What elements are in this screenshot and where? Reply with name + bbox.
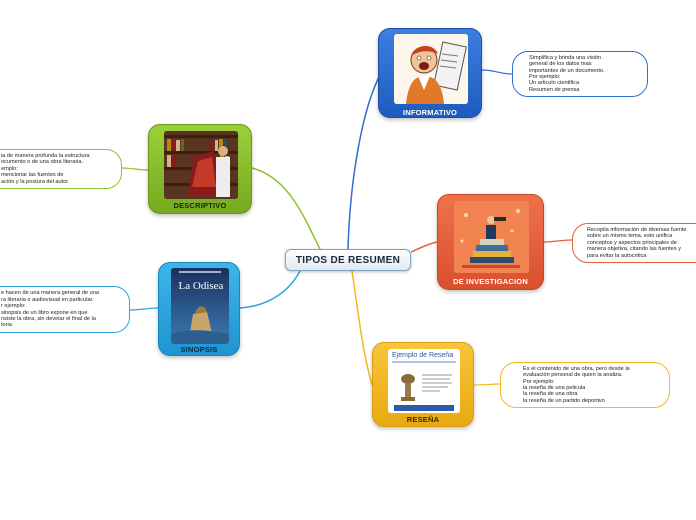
resena-card-title: Ejemplo de Reseña — [392, 352, 454, 359]
note-line: manera objetiva, citando las fuentes y — [587, 246, 681, 253]
note-line: e hacen de una manera general de una — [1, 290, 99, 297]
link-informativo — [347, 74, 381, 250]
note-line: Por ejemplo: — [529, 74, 561, 80]
resena-label: RESEÑA — [406, 415, 440, 424]
note-line: mencionar las fuentes de — [1, 172, 64, 179]
sinopsis-label: SINOPSIS — [180, 345, 218, 354]
note-line: conceptos y aspectos principales de — [587, 239, 677, 246]
note-resena-text: Es el contenido de una obra, pero desde … — [523, 366, 659, 404]
note-line: Recopila información de diversas fuente — [587, 226, 687, 233]
note-line: la reseña de una pelicula — [523, 385, 586, 391]
link-sinopsis-note — [129, 307, 159, 311]
note-line: r ejemplo: — [1, 303, 26, 310]
informativo-label: INFORMATIVO — [402, 108, 458, 117]
note-line: Un articulo cientifica — [529, 80, 580, 87]
link-resena-note — [473, 383, 501, 386]
resena-image: Ejemplo de Reseña — [388, 349, 460, 413]
note-line: general de los datos mas — [529, 61, 592, 68]
link-investigacion-note — [543, 239, 573, 243]
note-line: ia de manera profunda la estructura — [1, 152, 90, 159]
descriptivo-image — [164, 131, 238, 199]
note-line: sobre un mismo tema, esto unifica — [587, 233, 673, 240]
note-line: la reseña de una obra — [523, 391, 578, 398]
link-informativo-note — [481, 69, 513, 75]
link-sinopsis — [239, 270, 301, 309]
note-line: sinopsis de un libro expone en que — [1, 309, 88, 316]
note-resena[interactable]: Es el contenido de una obra, pero desde … — [500, 362, 670, 408]
note-line: Resumen de prensa — [529, 86, 580, 93]
topic-informativo[interactable]: INFORMATIVO — [378, 28, 482, 118]
note-line: ocumento o de una obra literaria. — [1, 159, 84, 166]
central-topic[interactable]: TIPOS DE RESUMEN — [285, 249, 411, 271]
note-line: emplo: — [1, 165, 18, 172]
note-line: la reseña de un partido deportivo — [523, 397, 605, 404]
topic-descriptivo[interactable]: DESCRIPTIVO — [148, 124, 252, 214]
investigacion-image — [454, 201, 529, 273]
link-investigacion — [410, 241, 438, 253]
topic-resena[interactable]: Ejemplo de Reseña RESEÑA — [372, 342, 474, 427]
note-line: ra literaria o audiovisual en particular… — [1, 296, 94, 303]
note-line: Es el contenido de una obra, pero desde … — [523, 365, 630, 372]
note-line: toria — [1, 322, 12, 329]
link-resena — [351, 270, 373, 386]
note-line: Por ejemplo: — [523, 378, 555, 385]
link-descriptivo — [251, 167, 321, 250]
central-title: TIPOS DE RESUMEN — [295, 254, 401, 266]
investigacion-label: DE INVESTIGACION — [453, 277, 528, 286]
descriptivo-label: DESCRIPTIVO — [173, 201, 227, 210]
note-line: importantes de un documento. — [529, 67, 605, 74]
note-line: nsiste la obra, sin develar el final de … — [1, 315, 96, 322]
sinopsis-image: La Odisea — [171, 268, 229, 344]
topic-sinopsis[interactable]: La Odisea SINOPSIS — [158, 262, 240, 356]
topic-investigacion[interactable]: DE INVESTIGACION — [437, 194, 544, 290]
link-descriptivo-note — [121, 167, 149, 171]
sinopsis-book-title: La Odisea — [178, 280, 224, 292]
informativo-image — [394, 34, 468, 104]
note-line: para evitar la autocritica — [587, 252, 647, 259]
note-line: Simplifica y brinda una visión — [529, 54, 602, 61]
note-line: evaluación personal de quien la analiza. — [523, 372, 623, 379]
note-line: ación y la postura del autor. — [1, 178, 70, 185]
